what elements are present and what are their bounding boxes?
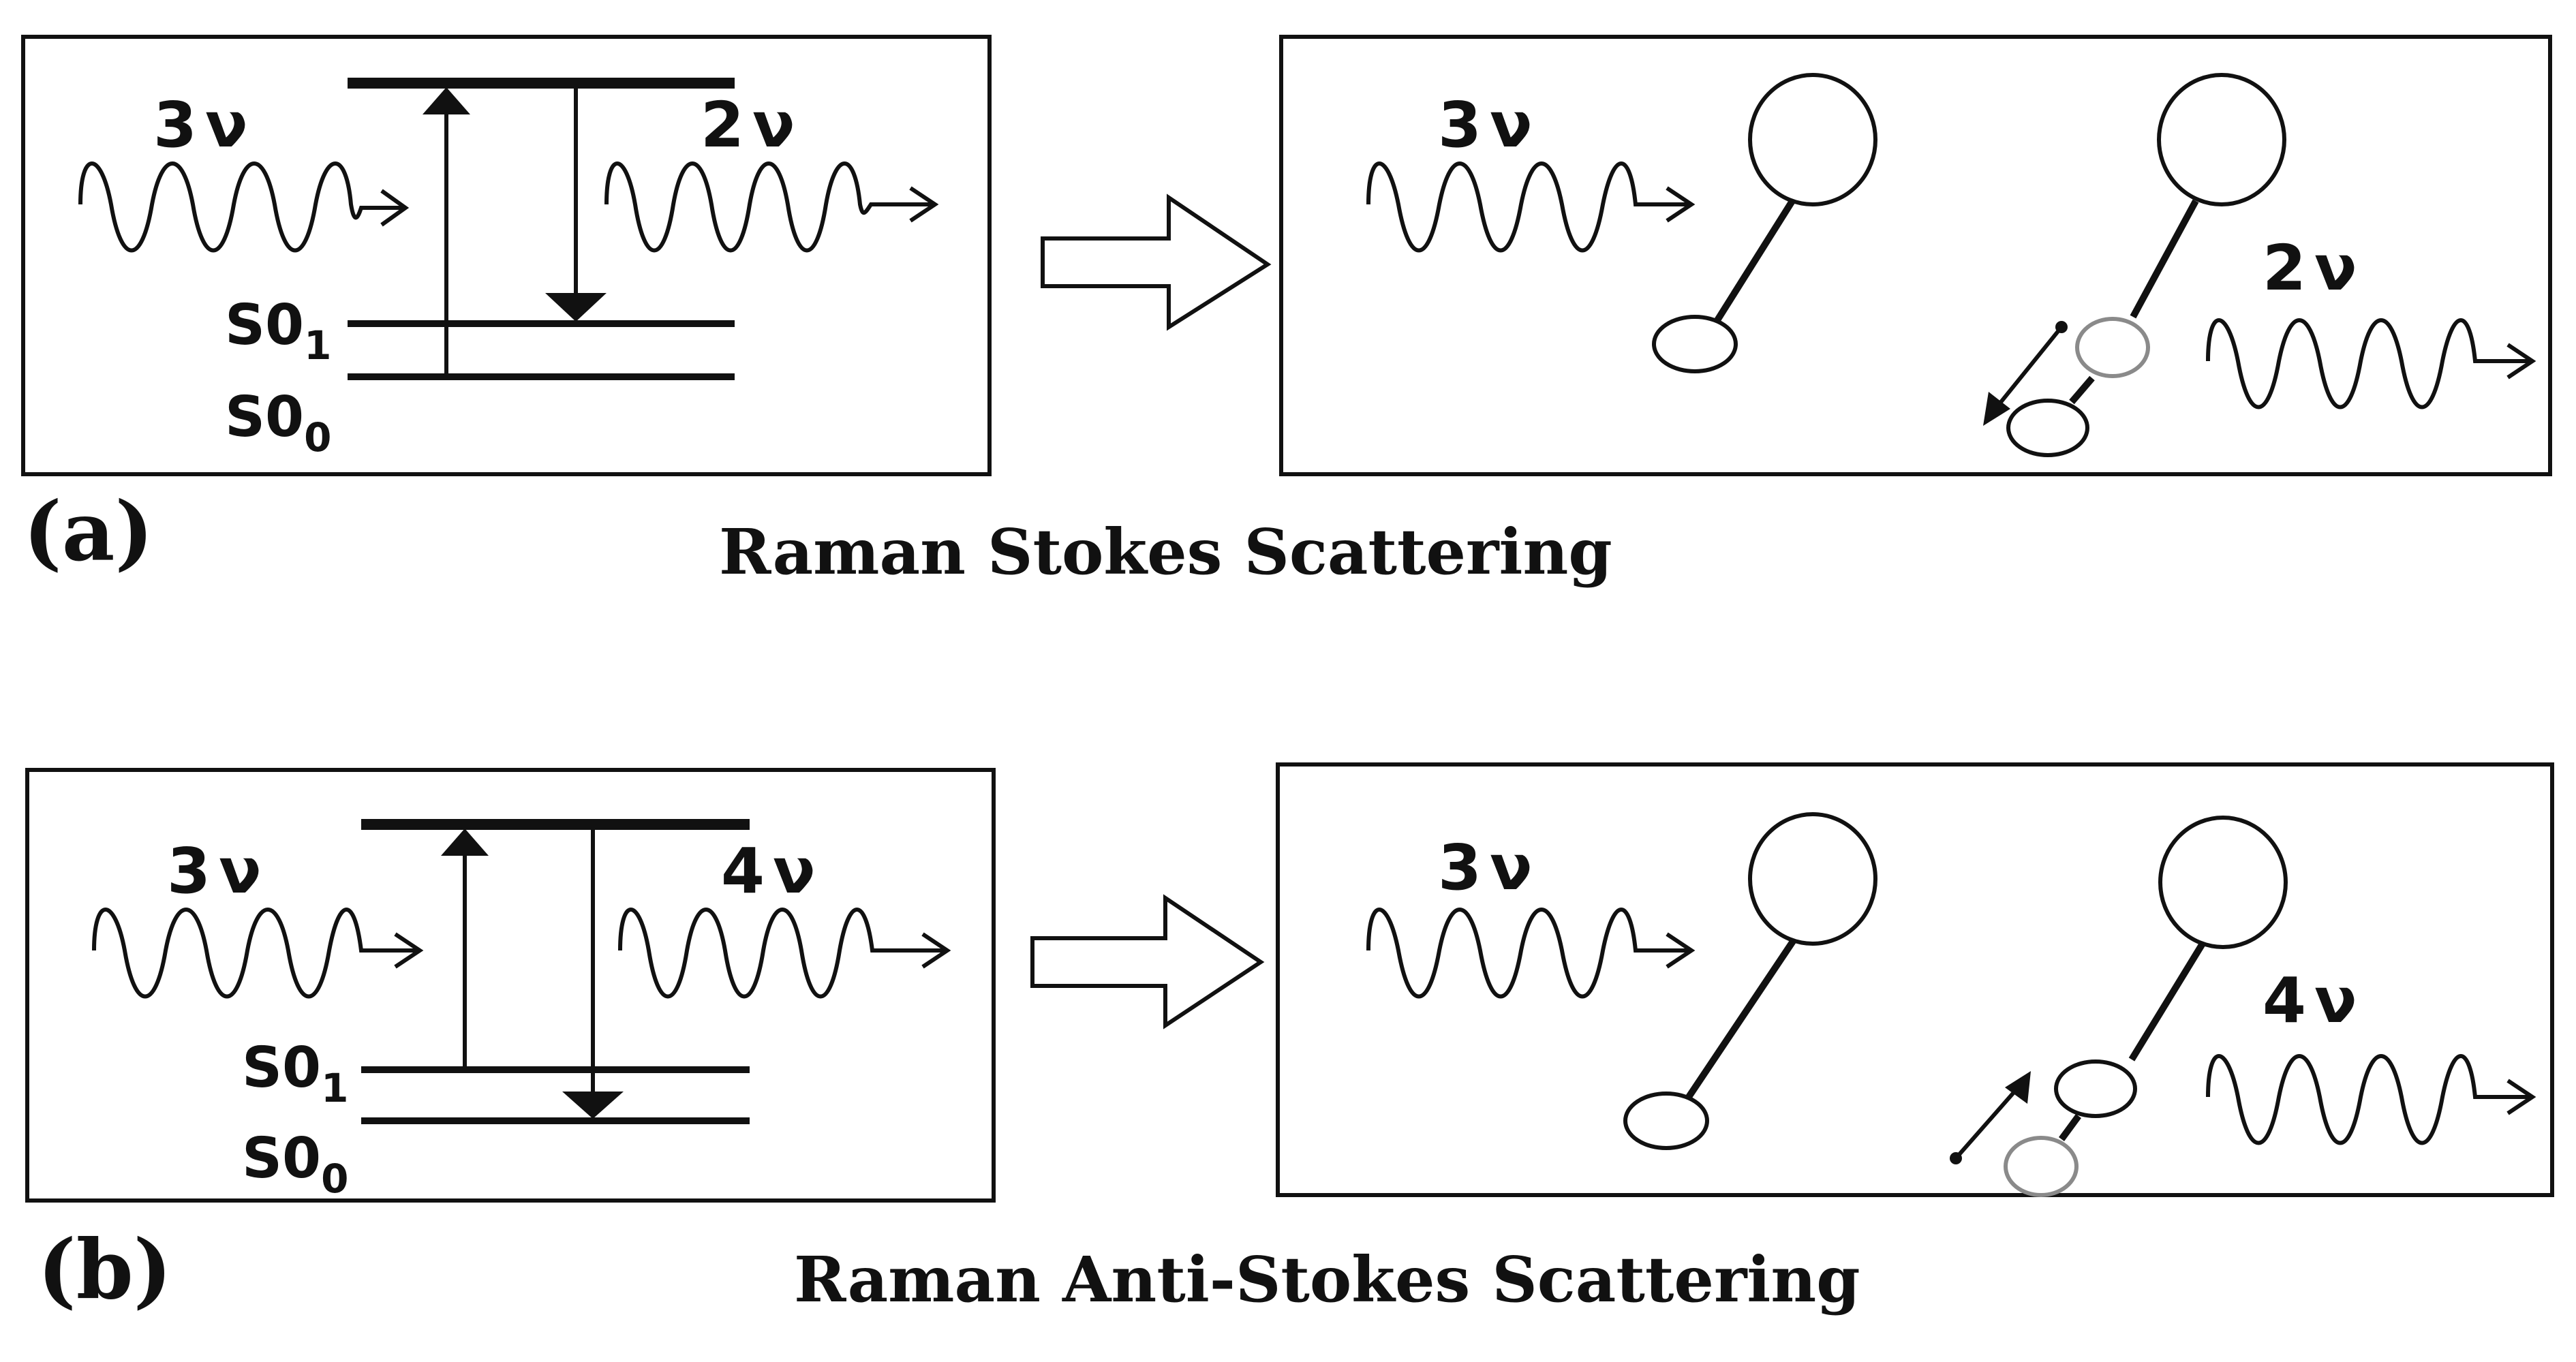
level-label-s00-b: S00 bbox=[242, 1126, 348, 1202]
incident-arrowhead-a bbox=[380, 189, 410, 227]
large-atom-b1 bbox=[1748, 812, 1877, 946]
ghost-atom-a2 bbox=[2075, 317, 2150, 378]
level-label-s00-a: S00 bbox=[225, 385, 331, 461]
scattered-wave-right-a bbox=[2206, 318, 2530, 409]
large-atom-a1 bbox=[1748, 73, 1877, 206]
bond-a2 bbox=[2130, 199, 2199, 319]
scattered-arrowhead-right-b bbox=[2506, 1079, 2536, 1115]
bond-b1 bbox=[1685, 938, 1797, 1099]
bond-extension-a2 bbox=[2069, 375, 2095, 405]
transition-block-arrow-a bbox=[1041, 194, 1272, 331]
vibration-arrow-b bbox=[1954, 1083, 2023, 1160]
energy-diagram-box-b bbox=[25, 768, 996, 1203]
small-atom-b2 bbox=[2054, 1059, 2137, 1118]
incident-wave-right-a bbox=[1366, 161, 1689, 253]
large-atom-a2 bbox=[2157, 73, 2286, 206]
incident-wave-right-b bbox=[1366, 908, 1689, 999]
vibration-arrowhead-a bbox=[1983, 392, 2010, 426]
bond-extension-b2 bbox=[2058, 1114, 2082, 1141]
incident-wave-a bbox=[78, 161, 403, 253]
incident-arrowhead-b bbox=[394, 932, 424, 969]
small-atom-a1 bbox=[1652, 315, 1738, 373]
bond-b2 bbox=[2128, 942, 2206, 1062]
scattered-arrowhead-b bbox=[921, 932, 951, 969]
energy-diagram-box-a bbox=[21, 35, 992, 476]
vibration-arrow-tail-a bbox=[2055, 321, 2068, 333]
level-label-s01-a: S01 bbox=[225, 293, 331, 369]
large-atom-b2 bbox=[2158, 816, 2288, 949]
incident-arrowhead-right-a bbox=[1666, 186, 1696, 223]
small-atom-b1 bbox=[1623, 1092, 1709, 1150]
emission-arrowhead-a bbox=[545, 293, 607, 322]
excitation-arrowhead-b bbox=[441, 829, 489, 856]
emission-arrowhead-b bbox=[562, 1092, 624, 1119]
panel-caption-a: Raman Stokes Scattering bbox=[719, 515, 1612, 589]
scattered-wave-a bbox=[604, 161, 932, 253]
panel-label-b: (b) bbox=[37, 1222, 172, 1318]
level-label-s01-b: S01 bbox=[242, 1036, 348, 1111]
bond-a1 bbox=[1714, 199, 1796, 322]
molecule-box-b bbox=[1276, 762, 2554, 1197]
scattered-wave-right-b bbox=[2206, 1054, 2530, 1145]
ghost-atom-b2 bbox=[2004, 1136, 2079, 1197]
scattered-arrowhead-a bbox=[909, 186, 939, 223]
vibration-arrow-tail-b bbox=[1950, 1152, 1962, 1164]
panel-caption-b: Raman Anti-Stokes Scattering bbox=[794, 1243, 1860, 1316]
molecule-box-a bbox=[1279, 35, 2552, 476]
panel-label-a: (a) bbox=[23, 484, 153, 580]
transition-block-arrow-b bbox=[1030, 894, 1265, 1030]
vibration-arrowhead-b bbox=[2005, 1071, 2031, 1104]
scattered-arrowhead-right-a bbox=[2506, 343, 2536, 380]
scattered-wave-b bbox=[618, 908, 944, 999]
excitation-arrowhead-a bbox=[423, 87, 470, 114]
vibration-arrow-a bbox=[1988, 326, 2064, 417]
small-atom-a2 bbox=[2006, 399, 2089, 457]
incident-wave-b bbox=[92, 908, 417, 999]
incident-arrowhead-right-b bbox=[1666, 932, 1696, 969]
